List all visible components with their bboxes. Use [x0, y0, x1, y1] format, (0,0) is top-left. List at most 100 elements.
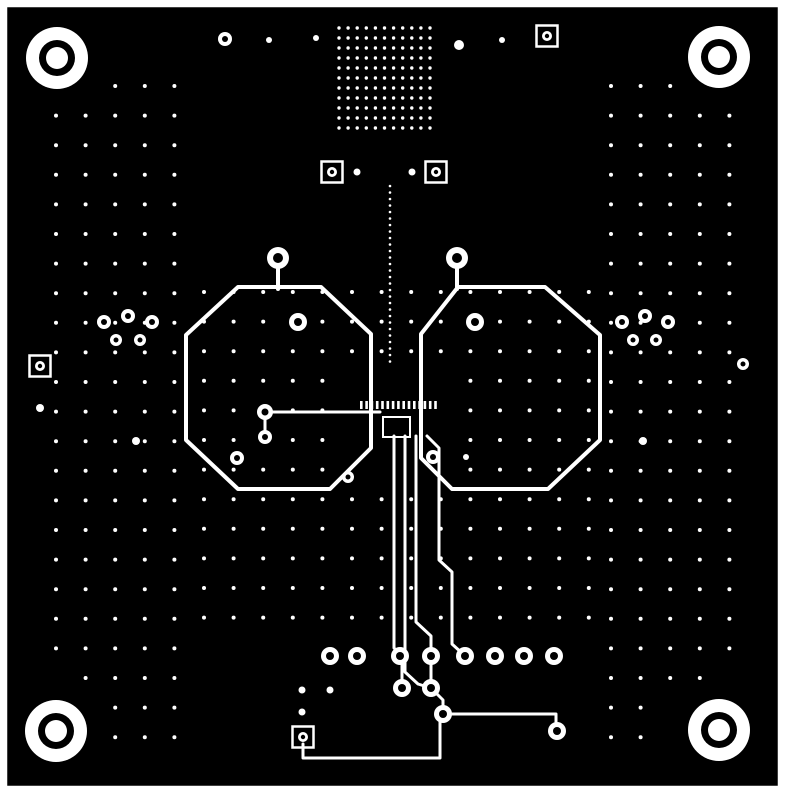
via-dot [438, 349, 443, 354]
via-dot [373, 96, 378, 100]
via-dot [202, 438, 206, 442]
via-dot [83, 528, 88, 532]
via-dot [113, 616, 118, 621]
via-dot [364, 106, 368, 110]
via-dot [83, 202, 88, 207]
via-dot [231, 349, 236, 354]
ring-pad-hole [550, 652, 558, 660]
via-dot [727, 498, 732, 503]
via-dot [261, 378, 266, 383]
via-dot [410, 96, 414, 100]
via-dot [609, 616, 613, 621]
ring-pad-hole [101, 319, 107, 325]
via-dot [364, 76, 368, 80]
via-dot [438, 319, 443, 324]
via-dot [320, 349, 325, 354]
via-dot [231, 408, 236, 413]
via-dot [498, 615, 502, 620]
via-dot [337, 66, 341, 70]
via-dot [83, 616, 88, 621]
via-dot [388, 197, 392, 201]
ring-pad-hole [427, 652, 435, 660]
dot-pad [499, 37, 505, 43]
via-dot [388, 347, 392, 350]
via-dot [54, 646, 58, 651]
via-dot [638, 113, 643, 118]
via-dot [379, 586, 384, 590]
square-pad-hole [329, 169, 335, 175]
via-dot [586, 408, 591, 413]
via-dot [419, 116, 423, 120]
dot-pad [463, 454, 469, 460]
via-dot [609, 498, 613, 503]
ring-pad-hole [619, 319, 625, 325]
via-dot [388, 295, 392, 298]
via-dot [638, 172, 643, 177]
via-dot [113, 143, 118, 148]
via-dot [609, 113, 613, 118]
ring-pad-hole [520, 652, 528, 660]
via-dot [54, 261, 58, 266]
mounting-hole-drill [46, 47, 68, 69]
via-dot [638, 350, 643, 355]
via-dot [290, 497, 295, 502]
via-dot [388, 210, 392, 214]
via-dot [697, 498, 702, 503]
via-dot [668, 261, 673, 266]
via-dot [697, 528, 702, 532]
ring-pad-hole [353, 652, 361, 660]
via-dot [113, 409, 118, 414]
via-dot [54, 291, 58, 296]
via-dot [172, 202, 177, 207]
via-dot [586, 526, 591, 531]
via-dot [727, 291, 732, 296]
ic-pin [402, 401, 405, 409]
via-dot [388, 204, 392, 207]
via-dot [364, 116, 368, 120]
square-pad [424, 160, 448, 184]
via-dot [391, 76, 396, 80]
via-dot [438, 615, 443, 620]
via-dot [54, 172, 58, 177]
via-dot [609, 202, 613, 207]
via-dot [527, 586, 532, 590]
via-dot [355, 116, 359, 120]
via-dot [727, 143, 732, 148]
mounting-hole-drill [45, 720, 67, 742]
via-dot [638, 143, 643, 148]
via-dot [468, 556, 473, 561]
via-dot [54, 320, 58, 325]
via-dot [419, 86, 423, 90]
via-dot [382, 36, 387, 40]
via-grid [54, 26, 732, 740]
via-dot [668, 172, 673, 177]
via-dot [468, 349, 473, 354]
via-dot [388, 360, 392, 363]
via-dot [379, 497, 384, 502]
via-dot [172, 616, 177, 621]
ring-pad-hole [653, 337, 659, 343]
via-dot [498, 526, 502, 531]
ic-pin [418, 401, 421, 409]
via-dot [172, 232, 177, 236]
dot-pad [326, 686, 334, 694]
via-dot [172, 172, 177, 177]
via-dot [468, 438, 473, 442]
via-dot [697, 646, 702, 651]
square-pad-hole [433, 169, 439, 175]
via-dot [382, 106, 387, 110]
via-dot [172, 350, 177, 355]
via-dot [410, 106, 414, 110]
via-dot [409, 526, 414, 531]
square-pad-hole [300, 734, 306, 740]
via-dot [142, 143, 147, 148]
via-dot [54, 232, 58, 236]
square-pad-hole [544, 33, 550, 39]
via-dot [355, 36, 359, 40]
via-dot [638, 409, 643, 414]
mounting-hole-drill [708, 719, 730, 741]
via-dot [355, 46, 359, 50]
via-dot [557, 526, 562, 531]
via-dot [668, 113, 673, 118]
via-dot [727, 439, 732, 444]
